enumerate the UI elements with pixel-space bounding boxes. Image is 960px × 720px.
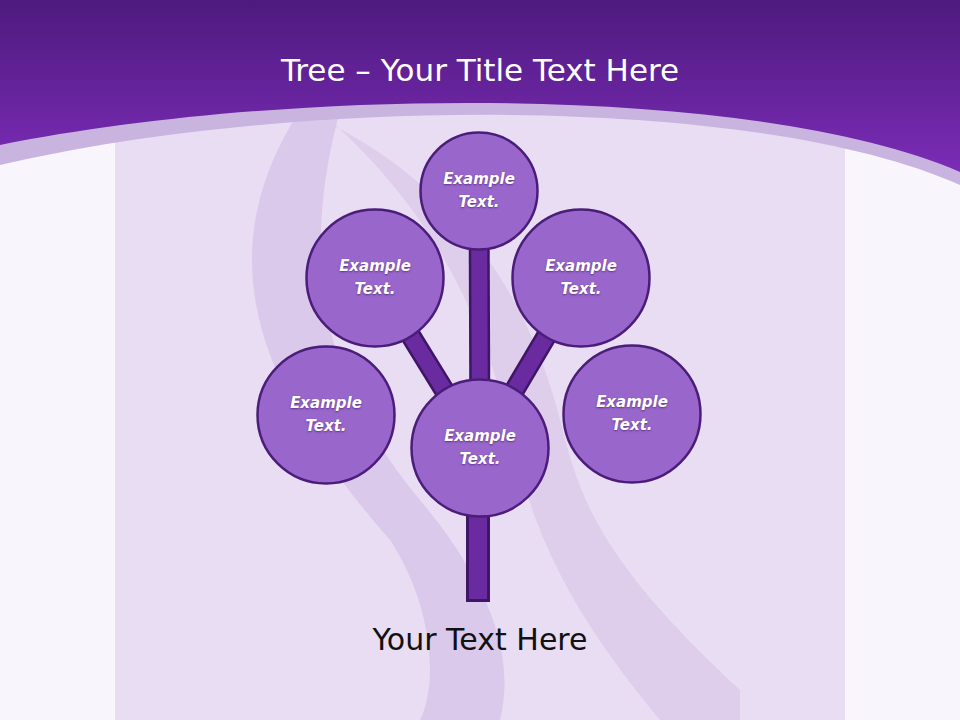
circle-outline [419, 131, 539, 251]
tree-circle: Example Text. [256, 345, 396, 485]
tree-branch [515, 336, 547, 389]
slide-title: Tree – Your Title Text Here [0, 52, 960, 88]
circle-outline [305, 208, 445, 348]
circle-label: Example Text. [286, 392, 366, 438]
circle-label: Example Text. [335, 255, 415, 301]
circle-outline [562, 344, 702, 484]
circle-outline [410, 378, 550, 518]
circle-outline [511, 208, 651, 348]
tree-circle: Example Text. [562, 344, 702, 484]
circle-outline [256, 345, 396, 485]
circle-label: Example Text. [439, 168, 519, 214]
tree-circle: Example Text. [511, 208, 651, 348]
caption-text: Your Text Here [0, 622, 960, 657]
tree-circle: Example Text. [410, 378, 550, 518]
circle-label: Example Text. [592, 391, 672, 437]
circle-label: Example Text. [541, 255, 621, 301]
tree-circle: Example Text. [305, 208, 445, 348]
circle-label: Example Text. [440, 425, 520, 471]
tree-branch [411, 336, 445, 390]
tree-circle: Example Text. [419, 131, 539, 251]
tree-branch [479, 249, 481, 380]
